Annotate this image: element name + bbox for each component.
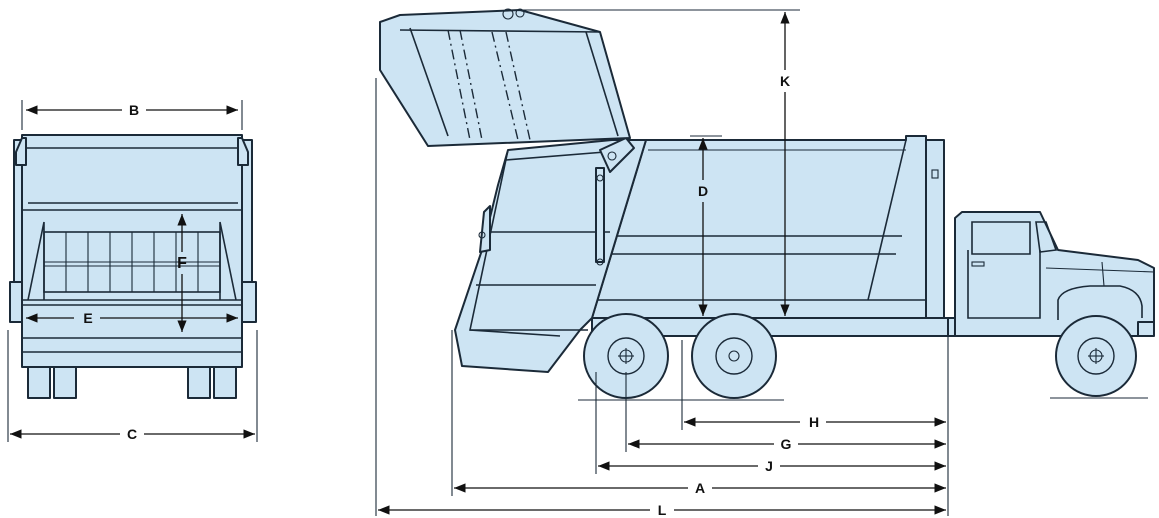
- dimension-label-f: F: [177, 255, 187, 272]
- front-wheel: [1055, 315, 1137, 397]
- body-front-bulkhead: [925, 139, 945, 319]
- hinge-bracket: [599, 137, 635, 173]
- cab-window: [971, 221, 1031, 255]
- dimension-label-d: D: [698, 183, 708, 199]
- dimension-lines: B C E F K D H G J A: [7, 9, 949, 518]
- side-view: [379, 8, 1155, 401]
- dimension-label-h: H: [809, 414, 819, 430]
- dimension-label-l: L: [658, 502, 667, 518]
- door-handle: [971, 261, 985, 267]
- packer-body: [591, 135, 927, 319]
- dimension-label-e: E: [83, 310, 92, 326]
- rear-left-extension: [9, 281, 23, 323]
- rear-right-extension: [241, 281, 257, 323]
- dimension-label-b: B: [129, 102, 139, 118]
- windshield: [1035, 221, 1058, 253]
- rear-view: [9, 134, 257, 399]
- dimension-label-k: K: [780, 73, 790, 89]
- truck-cab: [954, 211, 1155, 337]
- dimension-label-a: A: [695, 480, 705, 496]
- front-fender: [1057, 285, 1143, 320]
- raised-container: [379, 9, 631, 147]
- dimension-label-g: G: [781, 436, 792, 452]
- dimension-label-c: C: [127, 426, 137, 442]
- dimension-label-j: J: [765, 458, 773, 474]
- hydraulic-cylinder: [595, 167, 605, 263]
- rear-wheel-front: [583, 313, 669, 399]
- cab-door: [967, 250, 1041, 319]
- rear-wheel-back: [691, 313, 777, 399]
